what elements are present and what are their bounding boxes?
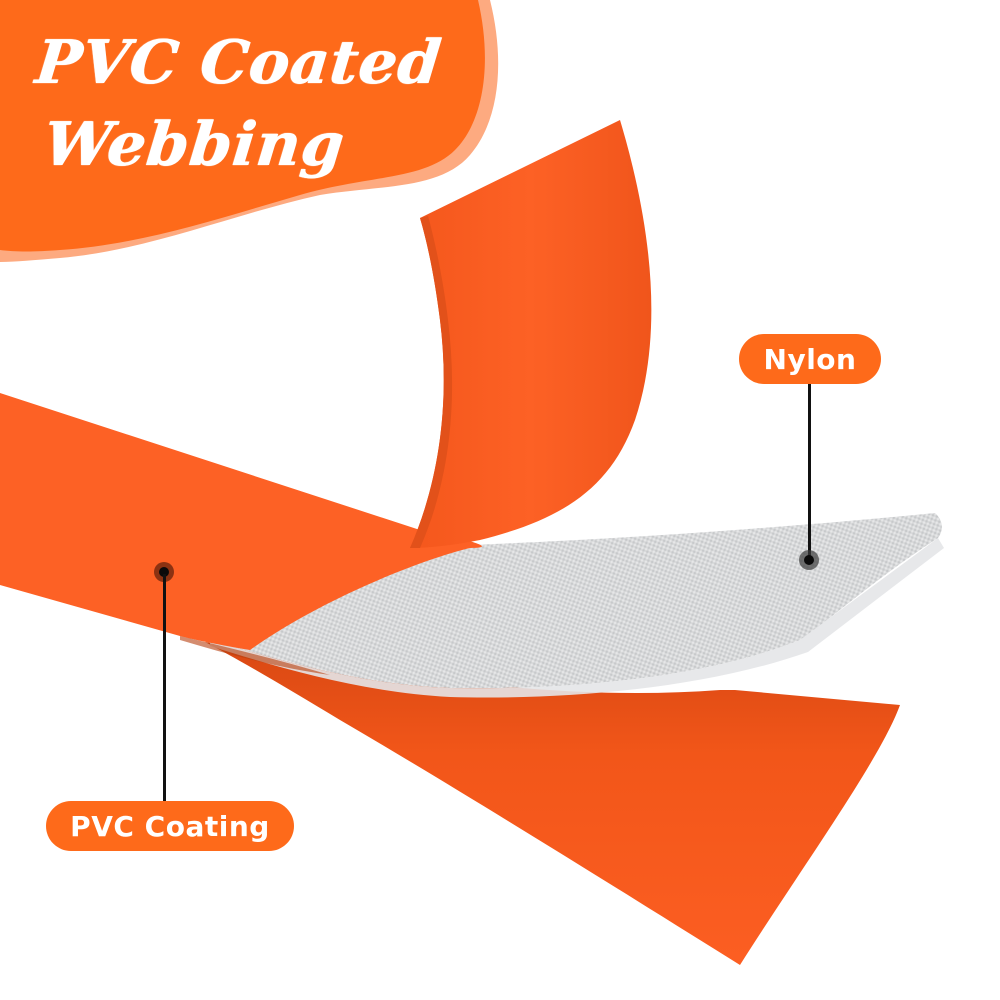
pvc-coating-label: PVC Coating — [46, 801, 294, 851]
nylon-leader-line — [808, 384, 811, 562]
header-blob — [0, 0, 485, 252]
curl-inner-edge — [410, 216, 453, 548]
nylon-edge — [210, 538, 944, 698]
nylon-core — [210, 513, 942, 689]
crease-shadow — [180, 636, 330, 675]
page-title: PVC Coated Webbing — [32, 22, 444, 186]
nylon-label-text: Nylon — [763, 342, 857, 376]
upper-pvc-band — [0, 393, 482, 650]
curled-pvc-flap — [410, 120, 652, 548]
pvc-coating-label-text: PVC Coating — [70, 809, 270, 843]
pvc-pin-icon — [154, 562, 174, 582]
title-line-2: Webbing — [40, 110, 348, 180]
title-line-1: PVC Coated — [32, 28, 445, 98]
pvc-leader-line — [163, 574, 166, 801]
nylon-pin-icon — [799, 550, 819, 570]
lower-pvc-band — [205, 642, 900, 965]
nylon-label: Nylon — [739, 334, 881, 384]
